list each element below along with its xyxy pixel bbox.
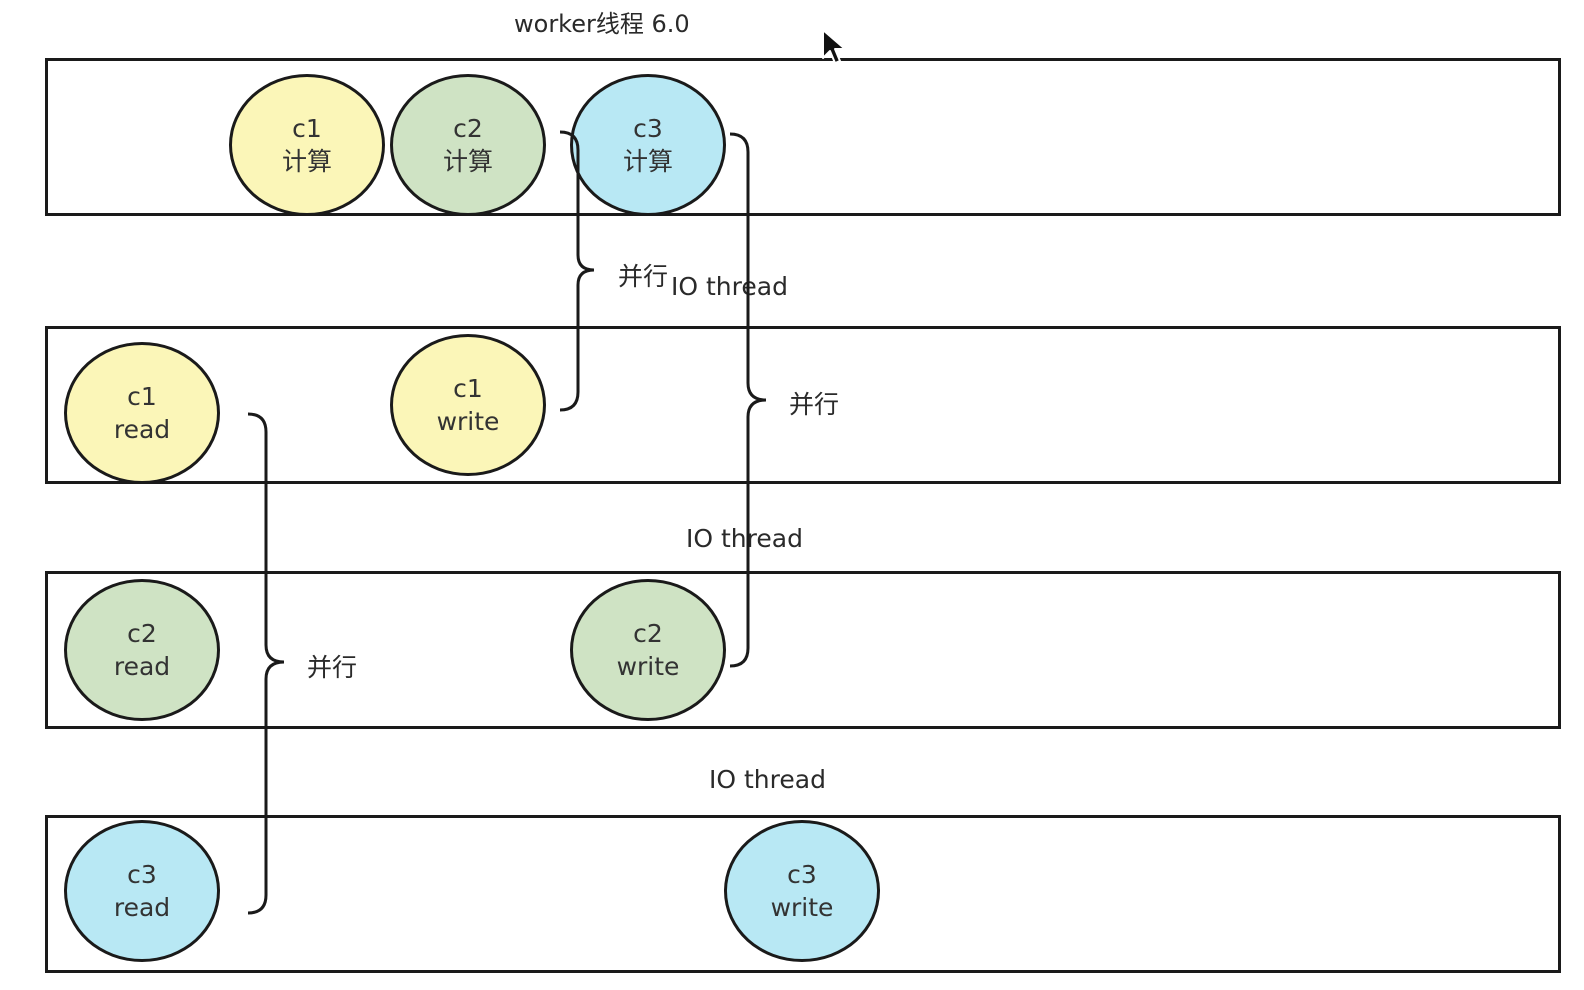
- worker-thread-lane: [45, 58, 1561, 216]
- parallel-label-reads: 并行: [307, 653, 358, 682]
- io-thread-label-3: IO thread: [709, 765, 826, 794]
- node-id: c1: [127, 382, 157, 411]
- node-id: c2: [453, 114, 483, 143]
- brace-writes: [729, 132, 767, 668]
- node-id: c3: [633, 114, 663, 143]
- io-thread-lane-2: [45, 571, 1561, 729]
- node-action: write: [616, 652, 680, 681]
- brace-compute-write: [559, 130, 595, 412]
- node-action: 计算: [622, 147, 673, 176]
- parallel-label-writes: 并行: [789, 390, 840, 419]
- c2-write-node: c2 write: [570, 579, 726, 721]
- node-action: read: [113, 415, 171, 444]
- node-id: c3: [787, 860, 817, 889]
- c1-write-node: c1 write: [390, 334, 546, 476]
- c1-read-node: c1 read: [64, 342, 220, 484]
- node-action: read: [113, 893, 171, 922]
- node-id: c2: [127, 619, 157, 648]
- c3-write-node: c3 write: [724, 820, 880, 962]
- c3-compute-node: c3 计算: [570, 74, 726, 216]
- io-thread-lane-1: [45, 326, 1561, 484]
- parallel-label-compute-write: 并行: [618, 262, 669, 291]
- node-action: 计算: [281, 147, 332, 176]
- brace-reads: [247, 412, 285, 915]
- c2-read-node: c2 read: [64, 579, 220, 721]
- diagram-title: worker线程 6.0: [514, 10, 690, 38]
- node-action: write: [436, 407, 500, 436]
- node-id: c1: [292, 114, 322, 143]
- io-thread-lane-3: [45, 815, 1561, 973]
- mouse-cursor-icon: [822, 29, 846, 64]
- io-thread-label-1: IO thread: [671, 272, 788, 301]
- c3-read-node: c3 read: [64, 820, 220, 962]
- c1-compute-node: c1 计算: [229, 74, 385, 216]
- node-id: c3: [127, 860, 157, 889]
- node-id: c2: [633, 619, 663, 648]
- node-action: write: [770, 893, 834, 922]
- node-action: read: [113, 652, 171, 681]
- node-id: c1: [453, 374, 483, 403]
- node-action: 计算: [442, 147, 493, 176]
- io-thread-label-2: IO thread: [686, 524, 803, 553]
- c2-compute-node: c2 计算: [390, 74, 546, 216]
